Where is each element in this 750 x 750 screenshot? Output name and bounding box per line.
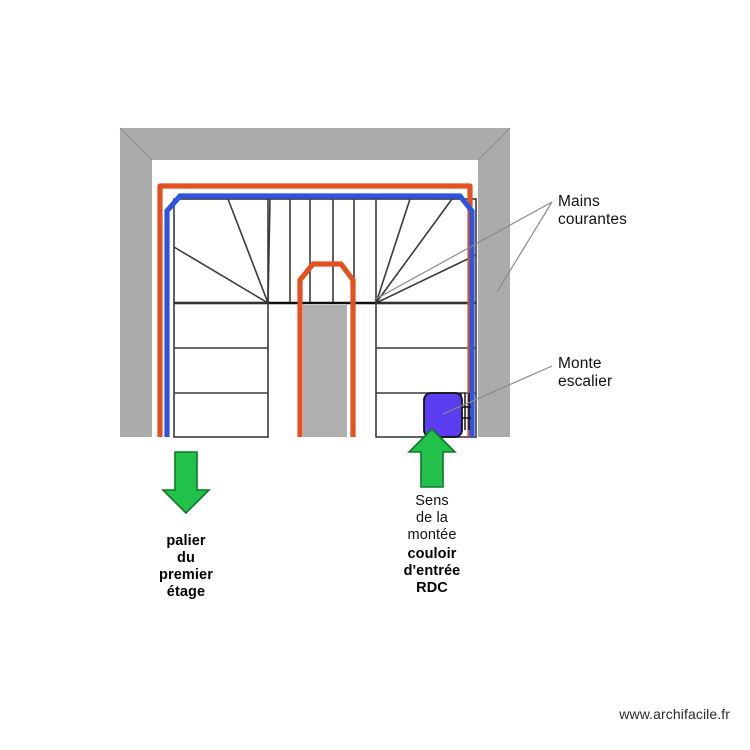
wall-left — [120, 128, 152, 437]
wall-top — [120, 128, 510, 160]
handrail-inner-path — [164, 193, 475, 437]
winder-ray-l2 — [227, 198, 269, 304]
stairlift-unit — [423, 392, 471, 438]
winder-ray-l3 — [173, 246, 269, 304]
direction-label-sens-montee: Sens de la montée — [407, 493, 457, 544]
central-shaft — [303, 305, 347, 437]
room-label-couloir-rdc: couloir d'entrée RDC — [403, 546, 461, 597]
handrail-outer-loop — [297, 261, 356, 437]
left-flight-outline — [173, 302, 269, 438]
winder-block — [173, 198, 477, 304]
direction-label-palier-etage: palier du premier étage — [159, 533, 213, 601]
annotation-monte-escalier: Monte escalier — [558, 355, 613, 391]
leader-mains-courantes-inner — [373, 201, 553, 301]
annotation-mains-courantes: Mains courantes — [558, 193, 627, 229]
wall-right — [478, 128, 510, 437]
outer-walls — [119, 127, 511, 437]
winder-ray-l1 — [267, 198, 271, 304]
down-arrow-icon — [161, 451, 211, 515]
up-arrow-icon — [407, 427, 457, 488]
winder-ray-r2 — [375, 198, 453, 304]
winder-ray-r3 — [375, 254, 477, 304]
leader-mains-courantes-outer — [496, 201, 553, 293]
leader-lines — [373, 201, 553, 415]
stairlift-chair — [423, 392, 463, 438]
winder-ray-r1 — [375, 198, 411, 304]
leader-monte-escalier — [442, 365, 553, 415]
wall-mitre-right — [477, 127, 511, 161]
wall-mitre-left — [119, 127, 153, 161]
handrail-inner-blue — [164, 193, 475, 437]
footer-watermark: www.archifacile.fr — [619, 706, 730, 722]
